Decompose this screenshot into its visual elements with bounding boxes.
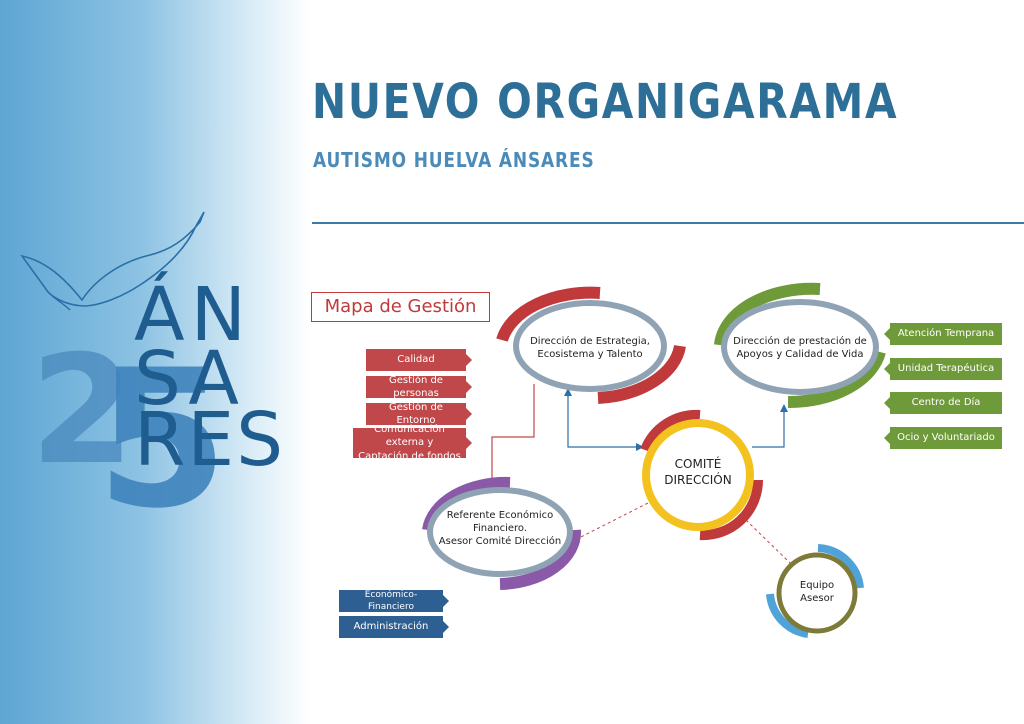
tag-ocio-voluntariado: Ocio y Voluntariado xyxy=(884,427,1002,449)
logo-digit-five: 5 xyxy=(96,329,228,550)
ansares-25-logo: 2 5 ÁN SA RES xyxy=(20,211,285,550)
tag-comunicacion: Comunicación externa y Captación de fond… xyxy=(353,424,472,462)
node-label-equipo: Equipo Asesor xyxy=(799,580,835,604)
connector-comite-to-equipo xyxy=(745,519,791,564)
left-decorative-band xyxy=(0,0,310,724)
flying-bird-icon xyxy=(20,211,205,311)
node-comite xyxy=(640,409,764,541)
logo-digit-two: 2 xyxy=(30,324,134,498)
node-label-comite: COMITÉ DIRECCIÓN xyxy=(664,457,732,487)
tag-administracion: Administración xyxy=(339,616,449,638)
node-label-estrategia: Dirección de Estrategia, Ecosistema y Ta… xyxy=(530,336,650,360)
connector-estrategia-to-comite xyxy=(567,392,640,448)
connector-lines xyxy=(488,384,791,564)
map-title: Mapa de Gestión xyxy=(311,292,490,322)
tag-unidad-terapeutica: Unidad Terapéutica xyxy=(884,358,1002,380)
node-referente xyxy=(422,476,582,590)
node-equipo xyxy=(766,544,864,638)
node-prestacion xyxy=(714,282,886,409)
logo-word-line-3: RES xyxy=(134,397,285,483)
tag-centro-dia: Centro de Día xyxy=(884,392,1002,414)
node-label-prestacion: Dirección de prestación de Apoyos y Cali… xyxy=(733,336,867,360)
title-divider xyxy=(312,222,1024,224)
logo-word-line-1: ÁN xyxy=(134,270,252,358)
tag-economico-financiero: Económico-Financiero xyxy=(339,590,449,612)
tag-gestion-personas: Gestión de personas xyxy=(366,375,472,399)
page-title: NUEVO ORGANIGARAMA xyxy=(312,74,899,130)
node-estrategia xyxy=(496,286,686,404)
page-subtitle: AUTISMO HUELVA ÁNSARES xyxy=(313,148,595,172)
node-label-referente: Referente Económico Financiero. Asesor C… xyxy=(438,510,562,547)
tag-calidad: Calidad xyxy=(366,349,472,371)
tag-gestion-entorno: Gestión de Entorno xyxy=(366,402,472,426)
connector-estrategia-to-referente xyxy=(491,384,535,484)
connector-comite-to-prestacion xyxy=(752,410,785,448)
tag-atencion-temprana: Atención Temprana xyxy=(884,323,1002,345)
logo-wordmark: ÁN SA RES xyxy=(134,270,285,483)
connector-referente-to-comite xyxy=(564,501,651,546)
logo-word-line-2: SA xyxy=(134,336,245,422)
